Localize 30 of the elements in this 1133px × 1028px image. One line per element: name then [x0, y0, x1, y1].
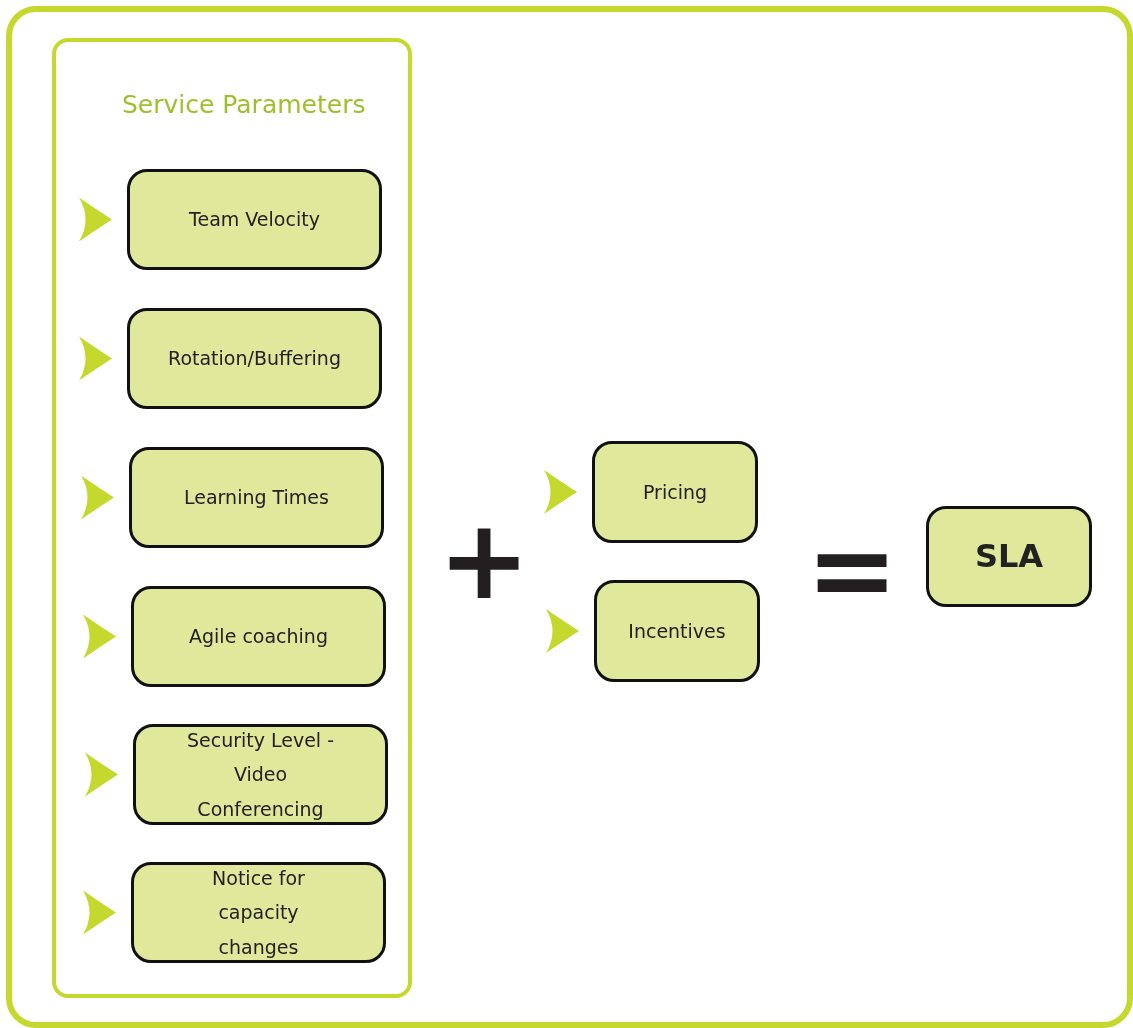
process-box [127, 308, 382, 409]
panel-title: Service Parameters [122, 90, 366, 119]
chevron-arrow [83, 614, 116, 659]
operator-symbol: + [438, 505, 531, 615]
box-label: Pricing [641, 479, 708, 505]
process-box [926, 506, 1092, 607]
process-box [133, 724, 388, 825]
box-label: Rotation/Buffering [167, 346, 342, 372]
process-box [131, 862, 386, 963]
chevron-arrow [79, 197, 112, 242]
process-box [127, 169, 382, 270]
operator-symbol: = [806, 515, 899, 625]
chevron-arrow [85, 752, 118, 797]
chevron-arrow [79, 336, 112, 381]
chevron-arrow [83, 890, 116, 935]
chevron-arrow [546, 609, 579, 653]
box-label: SLA [973, 535, 1045, 577]
chevron-arrow [544, 470, 577, 514]
group-panel [52, 38, 412, 998]
process-box [129, 447, 384, 548]
box-label: Security Level - Video Conferencing [185, 728, 336, 822]
process-box [131, 586, 386, 687]
box-label: Agile coaching [188, 624, 329, 650]
box-label: Learning Times [183, 485, 330, 511]
chevron-arrow [81, 475, 114, 520]
box-label: Notice for capacity changes [211, 866, 306, 960]
process-box [594, 580, 760, 682]
process-box [592, 441, 758, 543]
box-label: Team Velocity [188, 207, 321, 233]
box-label: Incentives [627, 618, 727, 644]
